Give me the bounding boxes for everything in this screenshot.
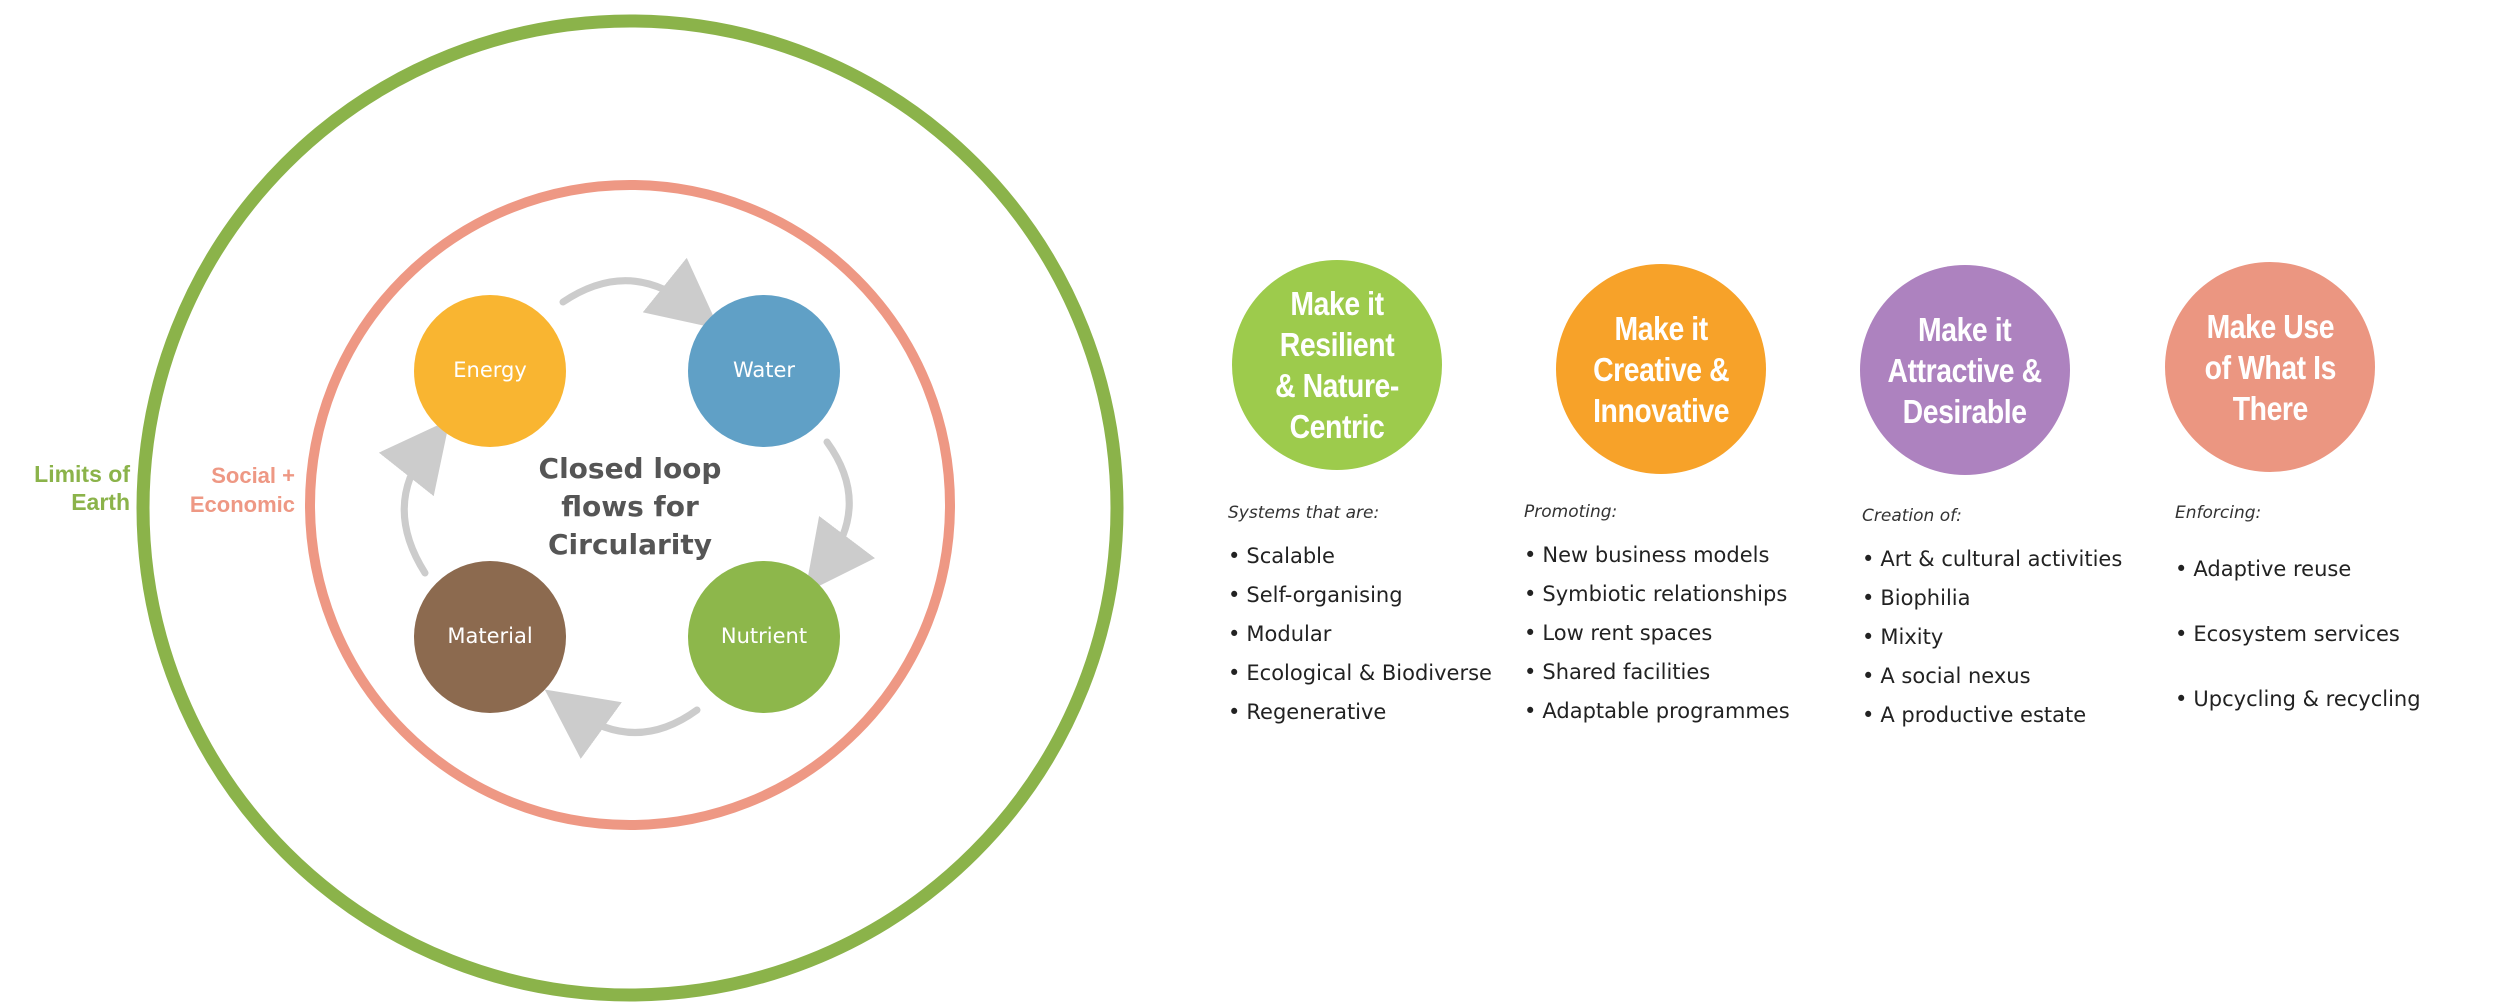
list-item: Ecological & Biodiverse (1228, 654, 1492, 693)
attractive-list: Art & cultural activities Biophilia Mixi… (1862, 540, 2122, 735)
resilient-nature-centric-title: Make it Resilient & Nature- Centric (1275, 285, 1399, 445)
list-item: Adaptive reuse (2175, 537, 2421, 602)
water-label: Water (732, 358, 796, 382)
resilient-column: Systems that are: Scalable Self-organisi… (1228, 503, 1492, 732)
list-item: A social nexus (1862, 657, 2122, 696)
material-node (414, 561, 566, 713)
arrow-material-to-energy (378, 419, 450, 577)
outer-ring-limits-of-earth (136, 14, 1124, 1002)
make-use-intro: Enforcing: (2175, 503, 2262, 523)
limits-of-earth-label: Limits of Earth (34, 461, 130, 515)
creative-intro: Promoting: (1524, 502, 1618, 522)
water-node (688, 295, 840, 447)
list-item: Biophilia (1862, 579, 2122, 618)
make-use-column: Enforcing: Adaptive reuse Ecosystem serv… (2175, 503, 2421, 732)
list-item: Self-organising (1228, 576, 1492, 615)
list-item: New business models (1524, 536, 1790, 575)
resilient-list: Scalable Self-organising Modular Ecologi… (1228, 537, 1492, 732)
list-item: Symbiotic relationships (1524, 575, 1790, 614)
energy-node (414, 295, 566, 447)
list-item: Adaptable programmes (1524, 692, 1789, 731)
list-item: Mixity (1862, 618, 2122, 657)
list-item: Ecosystem services (2175, 602, 2421, 667)
attractive-intro: Creation of: (1862, 506, 1962, 526)
attractive-column: Creation of: Art & cultural activities B… (1862, 506, 2122, 735)
social-economic-label: Social + Economic (189, 463, 295, 517)
arrow-water-to-nutrient (804, 438, 876, 593)
resilient-nature-centric-circle: Make it Resilient & Nature- Centric (1232, 260, 1442, 470)
energy-label: Energy (453, 358, 527, 382)
list-item: Regenerative (1228, 693, 1492, 732)
list-item: Art & cultural activities (1862, 540, 2122, 579)
list-item: Upcycling & recycling (2175, 667, 2420, 732)
nutrient-node (688, 561, 840, 713)
attractive-desirable-title: Make it Attractive & Desirable (1887, 310, 2043, 430)
creative-list: New business models Symbiotic relationsh… (1524, 536, 1790, 731)
list-item: Modular (1228, 615, 1492, 654)
closed-loop-center-text: Closed loop flows for Circularity (538, 452, 722, 561)
make-use-title: Make Use of What Is There (2204, 307, 2336, 427)
list-item: Shared facilities (1524, 653, 1790, 692)
creative-innovative-title: Make it Creative & Innovative (1592, 309, 1730, 429)
resilient-intro: Systems that are: (1228, 503, 1380, 523)
nutrient-label: Nutrient (720, 624, 808, 648)
attractive-desirable-circle: Make it Attractive & Desirable (1860, 265, 2070, 475)
arrow-energy-to-water (559, 257, 720, 329)
material-label: Material (447, 624, 533, 648)
make-use-circle: Make Use of What Is There (2165, 262, 2375, 472)
creative-innovative-circle: Make it Creative & Innovative (1556, 264, 1766, 474)
arrow-nutrient-to-material (544, 689, 701, 759)
list-item: Low rent spaces (1524, 614, 1790, 653)
make-use-list: Adaptive reuse Ecosystem services Upcycl… (2175, 537, 2421, 732)
creative-column: Promoting: New business models Symbiotic… (1524, 502, 1790, 731)
list-item: A productive estate (1862, 696, 2122, 735)
inner-ring-social-economic (305, 180, 955, 830)
list-item: Scalable (1228, 537, 1492, 576)
